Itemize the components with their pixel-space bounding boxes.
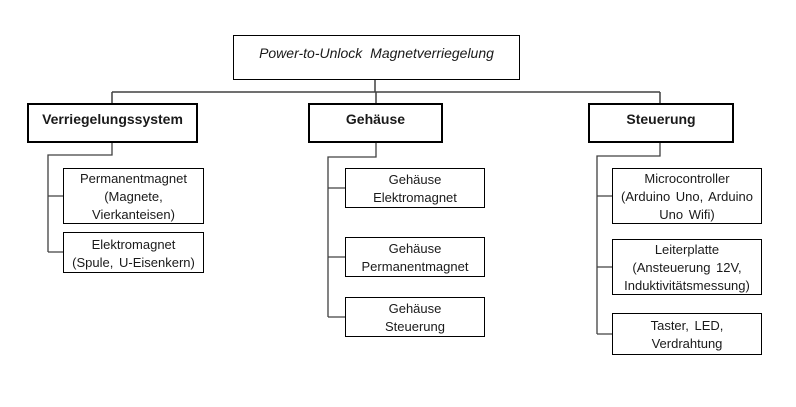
leaf-node-permanentmagnet: Permanentmagnet (Magnete, Vierkanteisen) [63,168,204,224]
connector-root-to-branches [111,80,661,103]
leaf-node-gehaeuse-steuerung: Gehäuse Steuerung [345,297,485,337]
leaf-node-leiterplatte: Leiterplatte (Ansteuerung 12V, Induktivi… [612,239,762,295]
leaf-node-microcontroller: Microcontroller (Arduino Uno, Arduino Un… [612,168,762,224]
branch-node-steuerung: Steuerung [588,103,734,143]
branch-node-verriegelungssystem: Verriegelungssystem [27,103,198,143]
branch-node-gehaeuse: Gehäuse [308,103,443,143]
connector-branch3-children [596,143,661,335]
connector-branch2-children [327,143,377,318]
connector-branch1-children [47,143,113,253]
leaf-node-taster-led-verdrahtung: Taster, LED, Verdrahtung [612,313,762,355]
leaf-node-elektromagnet: Elektromagnet (Spule, U-Eisenkern) [63,232,204,273]
leaf-node-gehaeuse-elektromagnet: Gehäuse Elektromagnet [345,168,485,208]
root-node-title: Power-to-Unlock Magnetverriegelung [233,35,520,80]
leaf-node-gehaeuse-permanentmagnet: Gehäuse Permanentmagnet [345,237,485,277]
